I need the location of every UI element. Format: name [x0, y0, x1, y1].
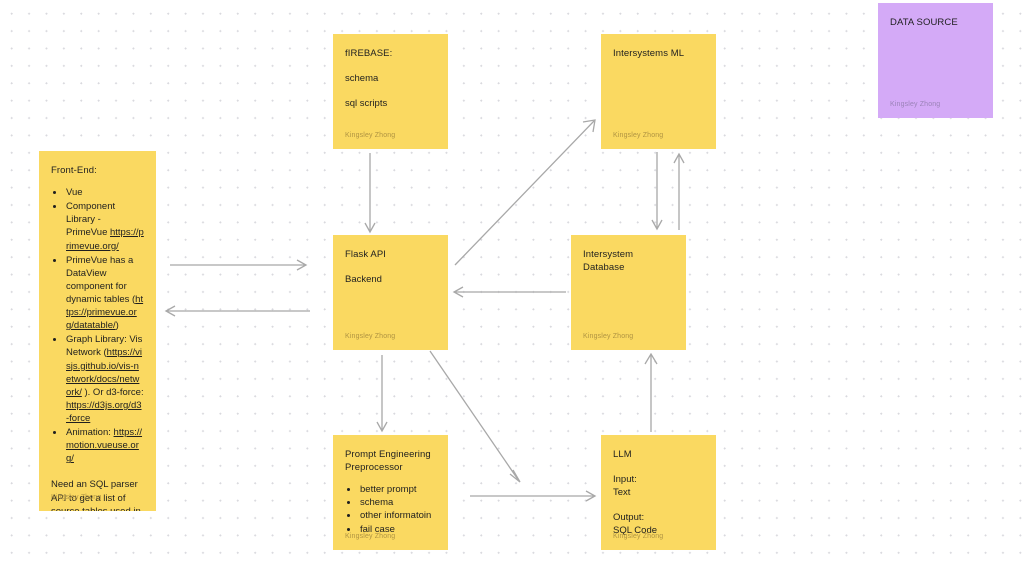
note-title: LLM	[613, 449, 632, 460]
sticky-note-firebase[interactable]: fIREBASE: schema sql scripts Kingsley Zh…	[333, 34, 448, 149]
spacer	[613, 461, 704, 473]
spacer	[345, 85, 436, 97]
sticky-note-prompt-engineering[interactable]: Prompt Engineering Preprocessor better p…	[333, 435, 448, 550]
spacer	[51, 466, 144, 478]
connector-flask-to-prompt	[376, 355, 388, 433]
sticky-note-data-source[interactable]: DATA SOURCE Kingsley Zhong	[878, 3, 993, 118]
list-item: schema	[359, 496, 436, 509]
bullet-text-mid: ). Or d3-force:	[81, 386, 144, 398]
llm-output-value: SQL Code	[613, 525, 658, 537]
note-title: Flask API	[345, 249, 387, 260]
sticky-note-llm[interactable]: LLM Input: Text Output: SQL Code Kingsle…	[601, 435, 716, 550]
note-author: Kingsley Zhong	[345, 533, 396, 541]
link-vis-network[interactable]: https://visjs.github.io/vis-network/docs…	[66, 347, 143, 398]
bullet-text: Graph Library: Vis Network (	[66, 334, 143, 359]
connector-database-to-flask	[452, 286, 566, 298]
note-title: Intersystem Database	[583, 249, 634, 274]
llm-input-value: Text	[613, 487, 631, 499]
sticky-note-intersystem-database[interactable]: Intersystem Database Kingsley Zhong	[571, 235, 686, 350]
bullet-text: Vue	[66, 187, 83, 199]
spacer	[613, 499, 704, 511]
note-title: Front-End:	[51, 165, 97, 176]
connector-prompt-to-llm	[470, 490, 597, 502]
bullet-text: Component Library - PrimeVue	[66, 201, 116, 239]
bullet-text: Animation:	[66, 427, 114, 439]
note-author: Kingsley Zhong	[345, 132, 396, 140]
list-item: PrimeVue has a DataView component for dy…	[65, 254, 144, 333]
connector-llm-to-database	[644, 352, 658, 432]
note-author: Kingsley Zhong	[613, 533, 664, 541]
note-author: Kingsley Zhong	[583, 333, 634, 341]
connector-frontend-to-flask	[170, 259, 308, 271]
list-item: better prompt	[359, 483, 436, 496]
connector-firebase-to-flask	[364, 153, 376, 234]
llm-output-label: Output:	[613, 512, 645, 524]
note-author: Kingsley Zhong	[890, 101, 941, 109]
list-item: other informatoin	[359, 509, 436, 522]
note-subtitle: Preprocessor	[345, 462, 403, 474]
list-item: Animation: https://motion.vueuse.org/	[65, 426, 144, 465]
note-line-sql-scripts: sql scripts	[345, 98, 388, 110]
note-title: fIREBASE:	[345, 48, 393, 59]
note-author: Kingsley Zhong	[51, 494, 102, 502]
llm-input-label: Input:	[613, 474, 637, 486]
link-motion-vueuse[interactable]: https://motion.vueuse.org/	[66, 427, 143, 465]
sticky-note-flask-api[interactable]: Flask API Backend Kingsley Zhong	[333, 235, 448, 350]
link-primevue[interactable]: https://primevue.org/	[66, 227, 144, 252]
note-line-backend: Backend	[345, 274, 382, 286]
connector-flask-to-frontend	[164, 305, 310, 317]
list-item: Vue	[65, 186, 144, 199]
note-title: DATA SOURCE	[890, 17, 958, 28]
link-d3-force[interactable]: https://d3js.org/d3-force	[66, 399, 142, 424]
connector-ml-to-database	[651, 152, 663, 231]
note-line-schema: schema	[345, 73, 379, 85]
sticky-note-frontend[interactable]: Front-End: Vue Component Library - Prime…	[39, 151, 156, 511]
frontend-paragraph: Need an SQL parser API to get a list of …	[51, 479, 141, 511]
note-author: Kingsley Zhong	[345, 333, 396, 341]
note-author: Kingsley Zhong	[613, 132, 664, 140]
prompt-bullet-list: better prompt schema other informatoin f…	[345, 483, 436, 535]
connector-database-to-ml	[673, 152, 685, 230]
frontend-bullet-list: Vue Component Library - PrimeVue https:/…	[51, 186, 144, 465]
bullet-text-tail: )	[115, 320, 119, 332]
list-item: Graph Library: Vis Network (https://visj…	[65, 333, 144, 425]
spacer	[345, 60, 436, 72]
sticky-note-intersystems-ml[interactable]: Intersystems ML Kingsley Zhong	[601, 34, 716, 149]
link-primevue-datatable[interactable]: https://primevue.org/datatable/	[66, 293, 144, 332]
list-item: Component Library - PrimeVue https://pri…	[65, 200, 144, 252]
bullet-text: PrimeVue has a DataView component for dy…	[66, 254, 136, 305]
note-title: Prompt Engineering	[345, 449, 431, 460]
spacer	[345, 261, 436, 273]
note-title: Intersystems ML	[613, 48, 685, 59]
list-item: fail case	[359, 523, 436, 536]
